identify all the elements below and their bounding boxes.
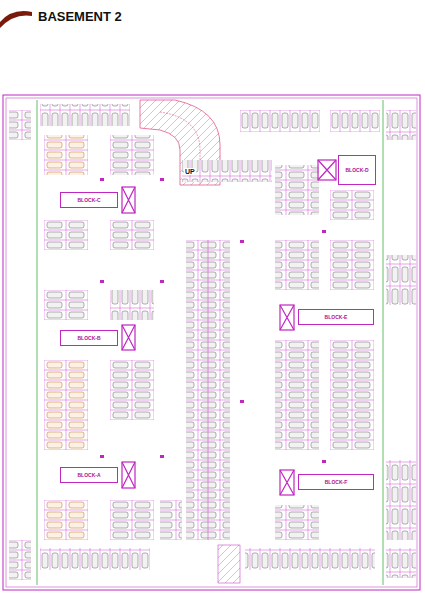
block-label: BLOCK-A: [77, 472, 100, 478]
block-core: BLOCK-A: [60, 467, 118, 483]
block-label: BLOCK-B: [77, 335, 100, 341]
block-core: BLOCK-C: [60, 192, 118, 208]
block-label: BLOCK-D: [345, 167, 368, 173]
ramp-label: UP: [184, 168, 196, 175]
sheet-title: BASEMENT 2: [38, 9, 122, 24]
block-core: BLOCK-E: [298, 309, 374, 325]
block-label: BLOCK-C: [77, 197, 100, 203]
block-label: BLOCK-E: [325, 314, 348, 320]
block-core: BLOCK-D: [338, 155, 376, 185]
block-label: BLOCK-F: [325, 479, 348, 485]
block-core: BLOCK-B: [60, 330, 118, 346]
block-core: BLOCK-F: [298, 474, 374, 490]
